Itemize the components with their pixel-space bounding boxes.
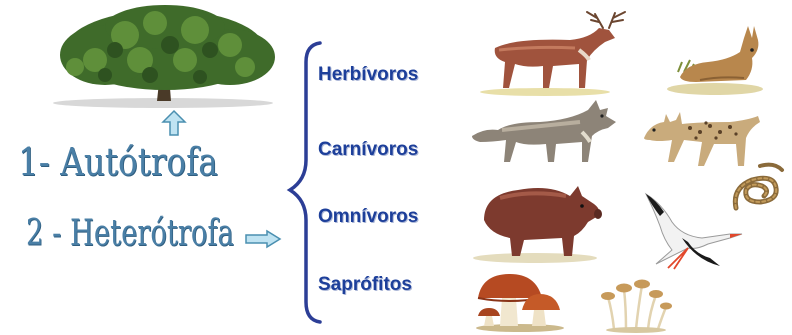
small-mushrooms-illustration [598, 275, 673, 333]
heterotrofa-label: 2 - Heterótrofa [26, 213, 234, 254]
tree-illustration [45, 5, 285, 110]
hare-illustration [660, 22, 770, 97]
deer-illustration [475, 8, 645, 96]
autotrofa-label: 1- Autótrofa [18, 140, 218, 184]
boar-illustration [470, 178, 605, 263]
category-saprofitos: Saprófitos [318, 274, 412, 296]
right-arrow-icon [245, 230, 281, 248]
wolf-illustration [470, 98, 620, 168]
category-herbivoros: Herbívoros [318, 64, 418, 86]
stork-illustration [638, 188, 743, 270]
category-carnivoros: Carnívoros [318, 139, 418, 161]
category-omnivoros: Omnívoros [318, 206, 418, 228]
up-arrow-icon [162, 110, 186, 136]
red-mushroom-illustration [472, 270, 567, 332]
